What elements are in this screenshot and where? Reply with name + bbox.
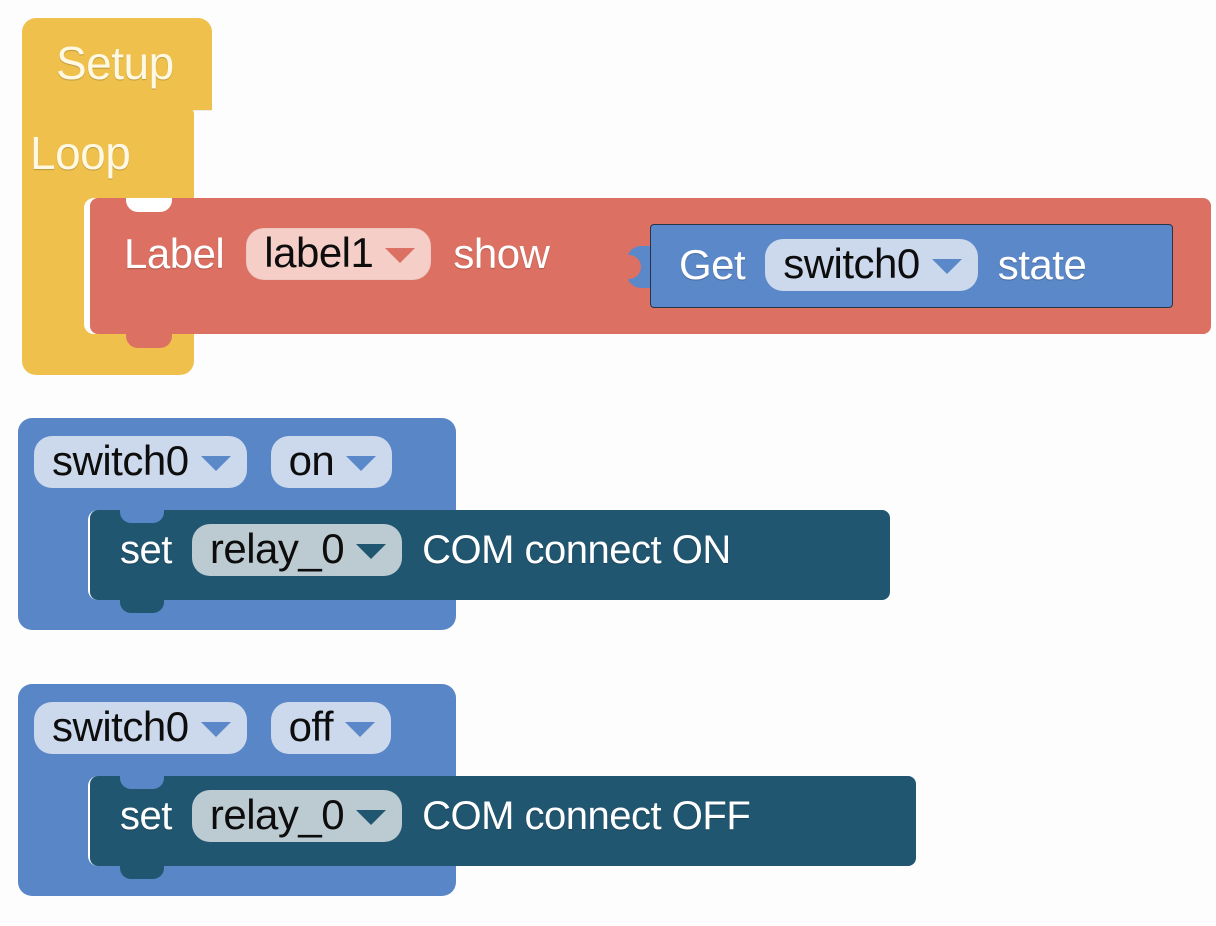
set-relay-off-dropdown-value: relay_0 [209, 791, 345, 838]
label-show-bottom-notch [126, 334, 172, 348]
get-state-block[interactable]: Get switch0 state [650, 224, 1173, 308]
switch0-off-state-dropdown[interactable]: off [270, 702, 391, 754]
set-relay-off-prefix: set [120, 794, 172, 838]
get-state-row: Get switch0 state [679, 239, 1087, 291]
get-state-block-plug [627, 246, 653, 288]
setup-block-label-wrap: Setup [56, 40, 174, 86]
set-relay-on-suffix: COM connect ON [422, 528, 731, 572]
chevron-down-icon [200, 721, 231, 737]
chevron-down-icon [345, 721, 375, 737]
get-state-suffix: state [997, 241, 1087, 288]
set-relay-off-block[interactable]: set relay_0 COM connect OFF [90, 776, 916, 879]
switch0-on-target-dropdown[interactable]: switch0 [34, 436, 247, 488]
label-show-top-notch [126, 198, 172, 212]
setup-block-label: Setup [56, 37, 174, 89]
chevron-down-icon [385, 247, 416, 263]
loop-block-label-wrap: Loop [30, 127, 131, 179]
label-name-dropdown[interactable]: label1 [246, 228, 432, 280]
label-name-dropdown-value: label1 [264, 229, 374, 276]
loop-block-label: Loop [30, 127, 131, 179]
set-relay-off-top-notch [120, 776, 164, 789]
setup-block[interactable]: Setup [22, 18, 212, 110]
label-show-suffix: show [453, 230, 550, 277]
switch0-on-target-value: switch0 [52, 437, 189, 484]
set-relay-on-dropdown[interactable]: relay_0 [191, 524, 403, 576]
chevron-down-icon [931, 258, 962, 274]
loop-block-top-notch [52, 108, 98, 121]
get-state-target-dropdown[interactable]: switch0 [765, 239, 978, 291]
set-relay-off-dropdown[interactable]: relay_0 [191, 790, 403, 842]
chevron-down-icon [356, 543, 387, 559]
set-relay-on-block[interactable]: set relay_0 COM connect ON [90, 510, 890, 613]
set-relay-on-row: set relay_0 COM connect ON [120, 524, 731, 576]
switch0-on-event-row: switch0 on [34, 436, 393, 488]
set-relay-on-bottom-notch [120, 600, 164, 613]
switch0-off-target-value: switch0 [52, 703, 189, 750]
switch0-on-state-value: on [288, 437, 335, 484]
switch0-on-state-dropdown[interactable]: on [270, 436, 393, 488]
set-relay-on-top-notch [120, 510, 164, 523]
chevron-down-icon [356, 809, 387, 825]
set-relay-off-suffix: COM connect OFF [422, 794, 751, 838]
set-relay-on-dropdown-value: relay_0 [209, 525, 345, 572]
label-show-row: Label label1 show [124, 228, 550, 280]
chevron-down-icon [346, 455, 377, 471]
get-state-prefix: Get [679, 241, 746, 288]
set-relay-off-row: set relay_0 COM connect OFF [120, 790, 751, 842]
setup-loop-stack: Setup Loop Label label1 show [0, 0, 1216, 400]
switch0-off-target-dropdown[interactable]: switch0 [34, 702, 247, 754]
chevron-down-icon [200, 455, 231, 471]
switch0-off-event-row: switch0 off [34, 702, 391, 754]
get-state-target-value: switch0 [783, 240, 920, 287]
set-relay-off-bottom-notch [120, 866, 164, 879]
switch0-off-state-value: off [288, 703, 334, 750]
label-show-prefix: Label [124, 230, 225, 277]
set-relay-on-prefix: set [120, 528, 172, 572]
